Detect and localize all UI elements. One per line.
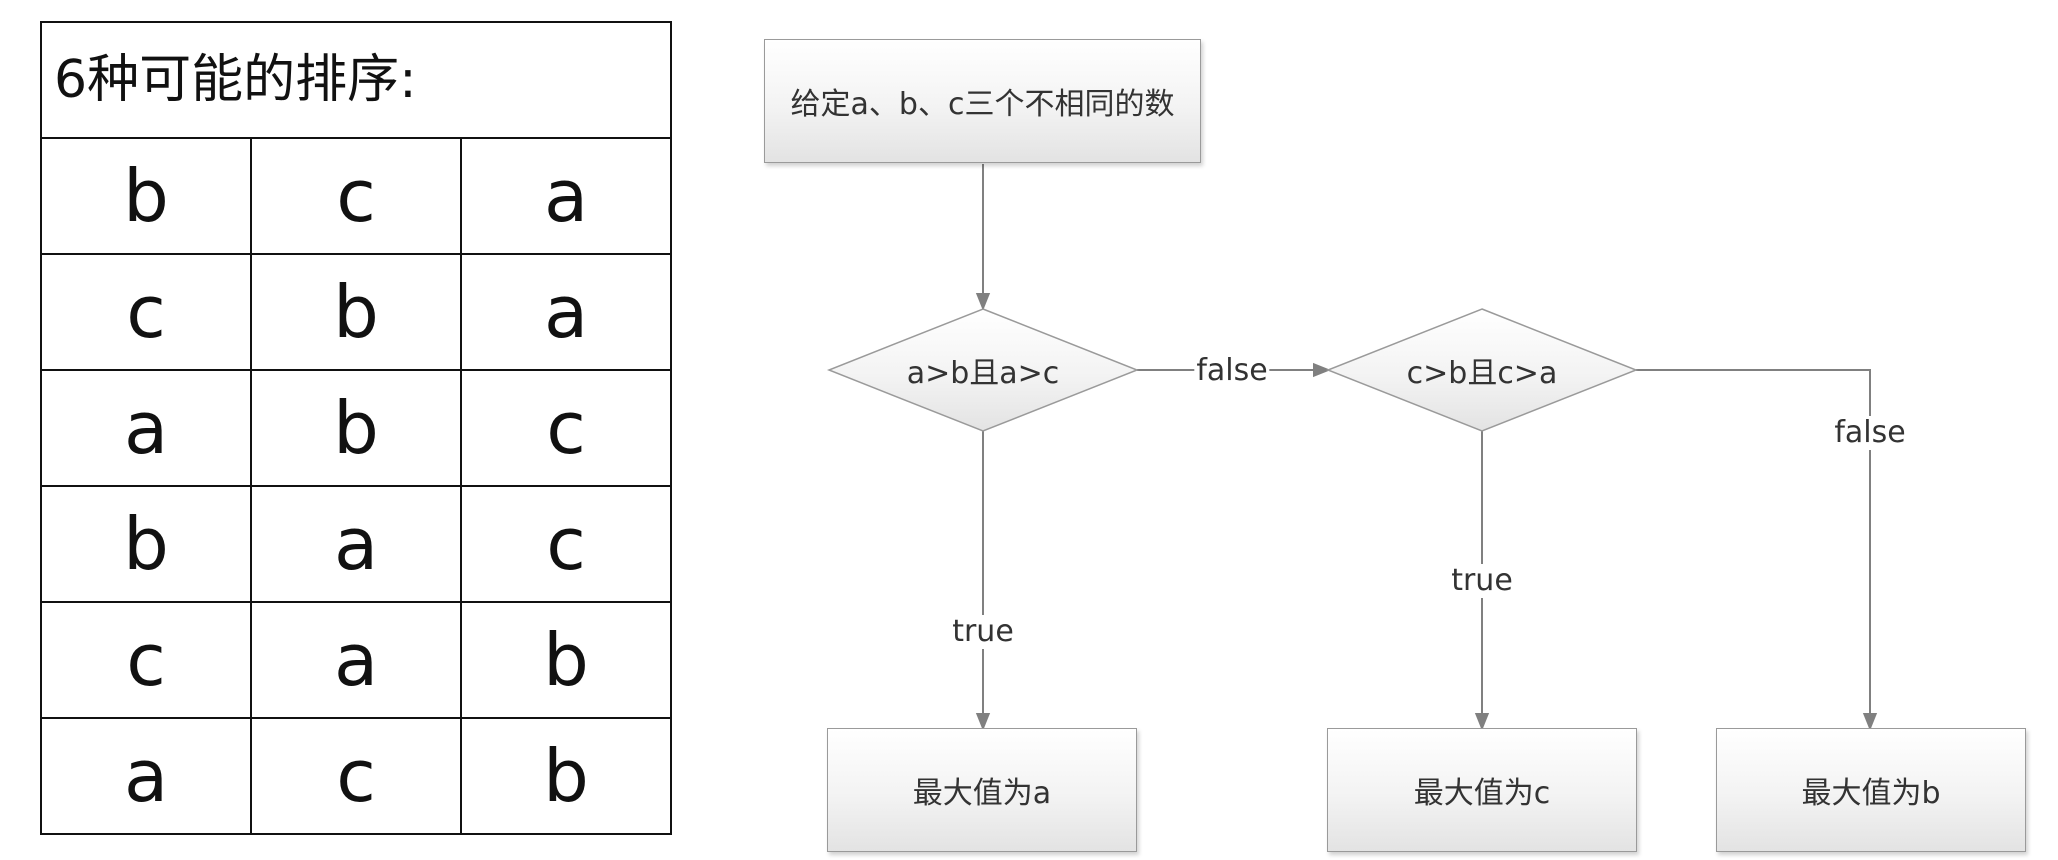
table-cell: b — [250, 369, 462, 487]
decision2-label: c>b且c>a — [1406, 356, 1558, 391]
decision1-label: a>b且a>c — [906, 356, 1060, 391]
table-cell: a — [250, 485, 462, 603]
result-c-label: 最大值为c — [1413, 776, 1551, 811]
table-cell: c — [459, 369, 673, 487]
table-cell: c — [40, 601, 252, 719]
table-cell: c — [459, 485, 673, 603]
table-cell: c — [250, 717, 462, 835]
table-cell: b — [459, 601, 673, 719]
start-node-label: 给定a、b、c三个不相同的数 — [790, 87, 1175, 122]
table-cell: a — [40, 717, 252, 835]
table-cell: b — [40, 137, 252, 255]
table-cell: a — [459, 253, 673, 371]
table-row: a b c — [40, 369, 673, 487]
edge-label-d2-true: true — [1449, 563, 1515, 598]
table-cell: c — [40, 253, 252, 371]
permutations-table: 6种可能的排序: b c a c b a a b c b a c c a b a… — [39, 21, 673, 835]
result-c-node: 最大值为c — [1327, 728, 1637, 852]
table-cell: a — [250, 601, 462, 719]
table-row: b c a — [40, 137, 673, 255]
result-a-node: 最大值为a — [827, 728, 1137, 852]
table-cell: b — [459, 717, 673, 835]
edge-decision2-false — [1636, 369, 1878, 731]
table-row: b a c — [40, 485, 673, 603]
table-row: c b a — [40, 253, 673, 371]
table-cell: b — [250, 253, 462, 371]
table-title: 6种可能的排序: — [39, 21, 673, 139]
table-row: a c b — [40, 717, 673, 835]
edge-label-d1-false: false — [1194, 353, 1270, 388]
result-a-label: 最大值为a — [912, 776, 1052, 811]
table-title-row: 6种可能的排序: — [39, 21, 673, 139]
table-cell: c — [250, 137, 462, 255]
table-cell: b — [40, 485, 252, 603]
table-row: c a b — [40, 601, 673, 719]
edge-label-d2-false: false — [1832, 415, 1908, 450]
table-cell: a — [459, 137, 673, 255]
result-b-node: 最大值为b — [1716, 728, 2026, 852]
table-cell: a — [40, 369, 252, 487]
decision1-diamond — [826, 308, 1140, 432]
edge-label-d1-true: true — [950, 614, 1016, 649]
result-b-label: 最大值为b — [1801, 776, 1941, 811]
decision2-diamond — [1325, 308, 1639, 432]
start-node: 给定a、b、c三个不相同的数 — [764, 39, 1201, 163]
